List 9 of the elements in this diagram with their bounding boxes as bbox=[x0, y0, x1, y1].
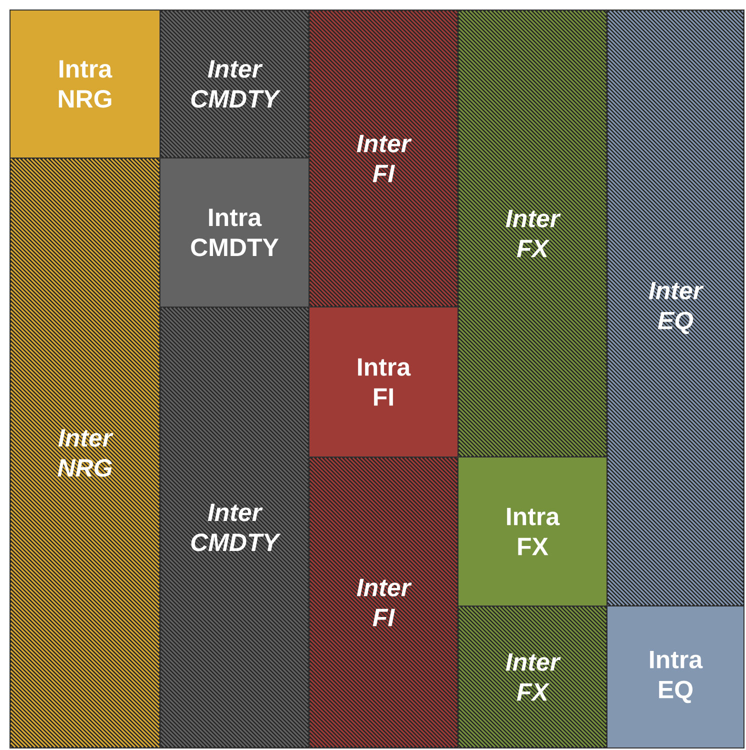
pattern-tile: Inter CMDTY bbox=[160, 306, 310, 748]
pattern-tile: Inter FX bbox=[458, 606, 608, 748]
solid-tile: Intra NRG bbox=[10, 10, 160, 158]
pattern-tile: Inter CMDTY bbox=[160, 10, 310, 158]
solid-tile: Intra EQ bbox=[606, 606, 744, 748]
solid-tile: Intra FX bbox=[458, 456, 608, 606]
solid-tile: Intra CMDTY bbox=[160, 158, 310, 308]
pattern-tile: Inter FX bbox=[458, 10, 608, 458]
solid-tile: Intra FI bbox=[308, 306, 458, 458]
